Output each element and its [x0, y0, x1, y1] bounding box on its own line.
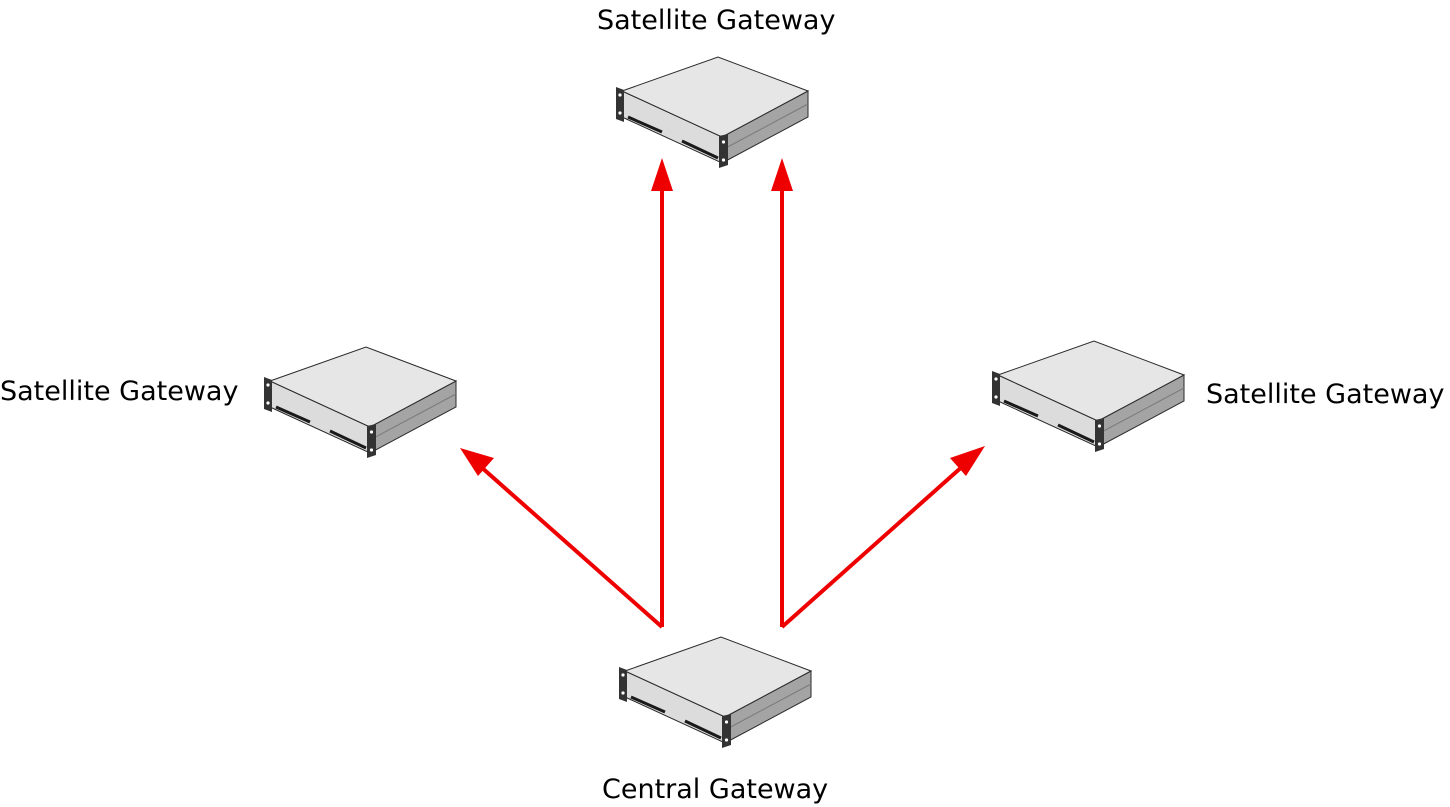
arrow-central-to-top-left	[651, 158, 673, 627]
central-server-icon	[617, 635, 813, 750]
satellite-left-server-icon	[262, 345, 458, 460]
central-gateway-label: Central Gateway	[602, 774, 829, 805]
satellite-top-server-icon	[614, 55, 810, 170]
satellite-top-label: Satellite Gateway	[597, 5, 836, 36]
arrow-central-to-top-right	[771, 158, 793, 627]
arrow-central-to-left	[460, 448, 664, 629]
arrow-central-to-right	[780, 446, 985, 629]
satellite-left-label: Satellite Gateway	[0, 376, 239, 407]
satellite-right-server-icon	[990, 339, 1186, 454]
satellite-right-label: Satellite Gateway	[1206, 379, 1445, 410]
